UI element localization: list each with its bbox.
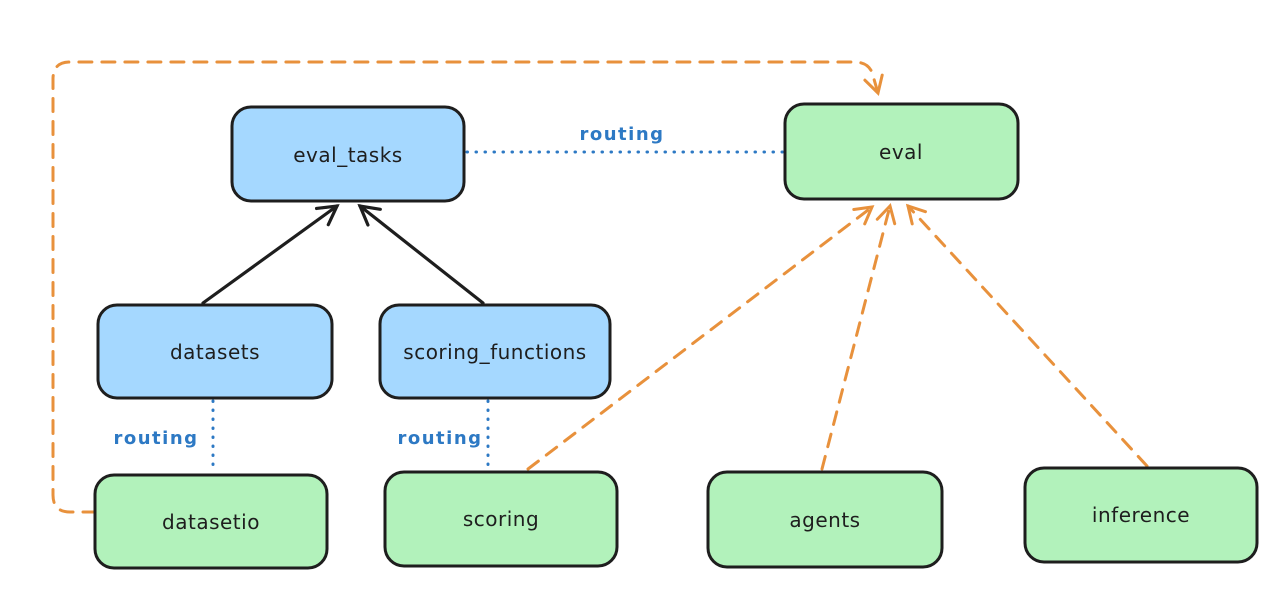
node-eval-box <box>783 102 1020 201</box>
node-datasets-label: datasets <box>170 340 260 364</box>
node-agents-label: agents <box>789 508 860 532</box>
node-eval-label: eval <box>879 140 923 164</box>
edge-label-routing-datasets: routing <box>113 428 198 449</box>
node-datasets-box <box>96 303 334 400</box>
node-scoring: scoring <box>383 470 619 568</box>
edge-scoring-to-eval <box>526 205 875 471</box>
node-inference-label: inference <box>1092 503 1190 527</box>
edge-label-routing-top: routing <box>579 124 664 145</box>
edge-inference-to-eval <box>905 203 1149 468</box>
node-scoring-label: scoring <box>463 507 539 531</box>
node-eval-tasks: eval_tasks <box>230 105 466 203</box>
edge-datasets-to-eval-tasks <box>201 204 340 305</box>
node-datasetio-label: datasetio <box>162 510 260 534</box>
node-eval: eval <box>783 102 1020 201</box>
node-scoring-functions: scoring_functions <box>378 303 612 400</box>
node-datasetio: datasetio <box>93 473 329 570</box>
node-inference-box <box>1023 466 1259 564</box>
node-inference: inference <box>1023 466 1259 564</box>
node-agents-box <box>706 470 944 569</box>
edge-agents-to-eval <box>820 203 897 471</box>
node-scoring-functions-box <box>378 303 612 400</box>
node-scoring-box <box>383 470 619 568</box>
node-datasets: datasets <box>96 303 334 400</box>
node-datasetio-box <box>93 473 329 570</box>
edge-label-routing-scoring: routing <box>397 428 482 449</box>
node-agents: agents <box>706 470 944 569</box>
node-eval-tasks-box <box>230 105 466 203</box>
node-scoring-functions-label: scoring_functions <box>403 340 586 364</box>
edge-datasetio-to-eval <box>51 60 884 514</box>
node-eval-tasks-label: eval_tasks <box>293 143 402 167</box>
edge-scoring-functions-to-eval-tasks <box>357 203 485 305</box>
